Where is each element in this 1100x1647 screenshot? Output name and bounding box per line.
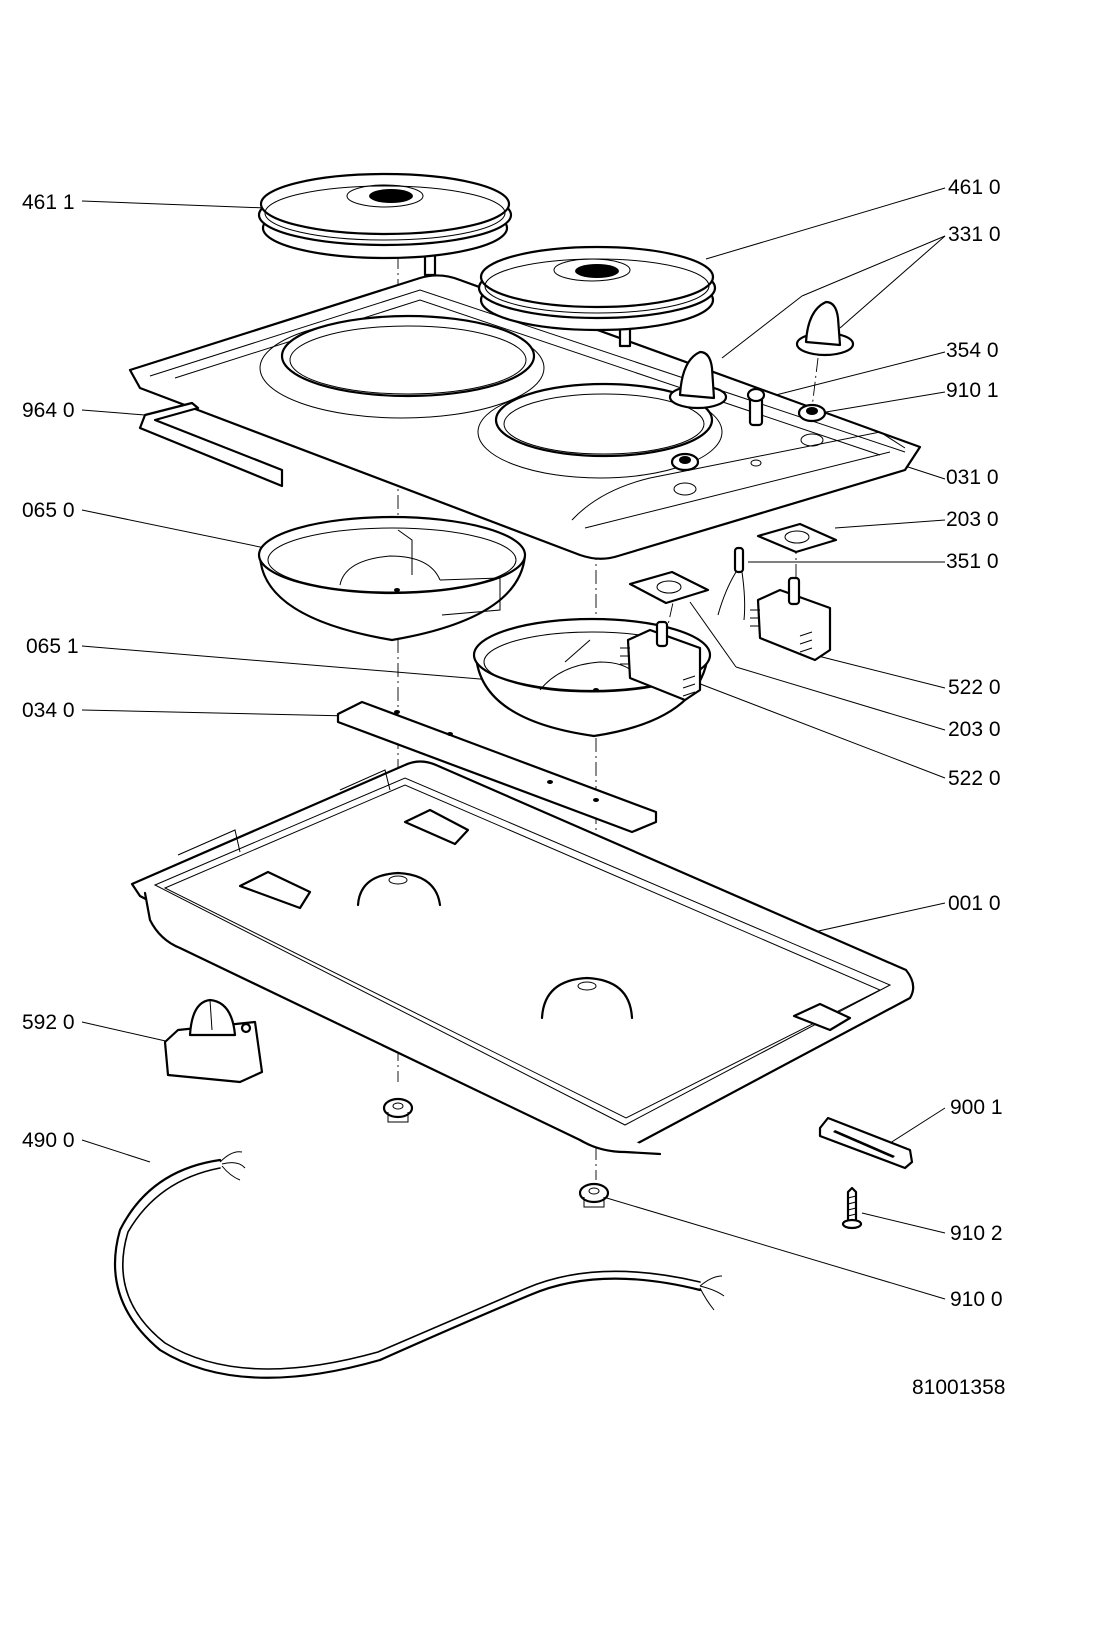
insulation-plate-203-0-rear [756, 522, 838, 554]
callout-065-0: 065 0 [22, 499, 75, 522]
callout-203-0-top: 203 0 [946, 508, 999, 531]
callout-031-0: 031 0 [946, 466, 999, 489]
indicator-lamp-354-0 [746, 387, 766, 427]
knob-331-0-left [668, 350, 728, 410]
insulation-plate-203-0-front [628, 570, 710, 605]
callout-522-0-top: 522 0 [948, 676, 1001, 699]
callout-522-0-bottom: 522 0 [948, 767, 1001, 790]
seal-964-0 [138, 401, 284, 488]
callout-331-0: 331 0 [948, 223, 1001, 246]
energy-regulator-522-0-rear [750, 576, 832, 662]
callout-034-0: 034 0 [22, 699, 75, 722]
callout-910-1: 910 1 [946, 379, 999, 402]
power-cable-490-0 [113, 1151, 725, 1379]
bottom-tray-001-0 [130, 760, 915, 1156]
callout-354-0: 354 0 [946, 339, 999, 362]
callout-592-0: 592 0 [22, 1011, 75, 1034]
callout-910-2: 910 2 [950, 1222, 1003, 1245]
nut-910-0-right [578, 1182, 610, 1208]
hotplate-461-0 [477, 245, 717, 348]
leader-lines [81, 187, 946, 1300]
callout-065-1: 065 1 [26, 635, 79, 658]
nut-910-1-right [797, 403, 827, 423]
hotplate-461-1 [257, 172, 513, 277]
document-number: 81001358 [912, 1376, 1005, 1399]
callout-900-1: 900 1 [950, 1096, 1003, 1119]
terminal-block-592-0 [163, 998, 264, 1084]
nut-910-0-left [382, 1097, 414, 1123]
callout-461-1: 461 1 [22, 191, 75, 214]
callout-203-0-bottom: 203 0 [948, 718, 1001, 741]
energy-regulator-522-0-front [620, 620, 702, 702]
nut-910-1-left [670, 452, 700, 472]
top-frame-031-0 [128, 274, 922, 560]
callout-910-0: 910 0 [950, 1288, 1003, 1311]
fixing-clamp-900-1 [818, 1116, 914, 1170]
heat-shield-065-0 [257, 515, 527, 642]
callout-001-0: 001 0 [948, 892, 1001, 915]
knob-331-0-right [795, 300, 855, 357]
callout-461-0: 461 0 [948, 176, 1001, 199]
lamp-wiring-351-0 [717, 546, 746, 621]
screw-910-2 [841, 1186, 863, 1230]
callout-964-0: 964 0 [22, 399, 75, 422]
callout-490-0: 490 0 [22, 1129, 75, 1152]
callout-labels: 461 1 461 0 331 0 354 0 910 1 964 0 031 … [22, 176, 1005, 1399]
callout-351-0: 351 0 [946, 550, 999, 573]
support-bar-034-0 [336, 700, 658, 834]
